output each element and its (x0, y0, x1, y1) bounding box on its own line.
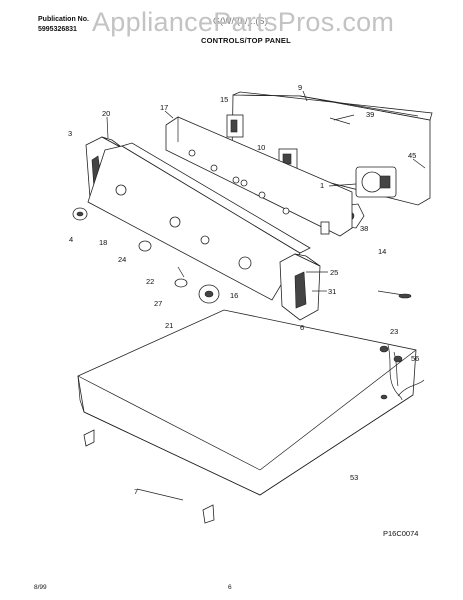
bracket-15 (226, 114, 244, 138)
part-label-9: 9 (298, 83, 302, 92)
part-label-27: 27 (154, 299, 162, 308)
part-label-53: 53 (350, 473, 358, 482)
part-label-14: 14 (378, 247, 386, 256)
part-label-45: 45 (408, 151, 416, 160)
part-label-39: 39 (366, 110, 374, 119)
hinge-left (83, 429, 95, 447)
part-label-17: 17 (160, 103, 168, 112)
part-label-1: 1 (320, 181, 324, 190)
part-label-6: 6 (300, 323, 304, 332)
section-title: CONTROLS/TOP PANEL (201, 36, 291, 45)
part-label-22: 22 (146, 277, 154, 286)
part-label-15: 15 (220, 95, 228, 104)
model-number: G(W/)(L/)..(S) (213, 16, 268, 26)
part-label-31: 31 (328, 287, 336, 296)
leader-lines (106, 90, 426, 501)
end-cap-right (279, 253, 321, 321)
knob-left (72, 207, 88, 221)
part-label-3: 3 (68, 129, 72, 138)
part-label-25: 25 (330, 268, 338, 277)
knob-16 (198, 284, 220, 304)
diagram-code: P16C0074 (383, 529, 419, 538)
part-label-16: 16 (230, 291, 238, 300)
timer-1 (355, 166, 397, 198)
control-bracket-17 (165, 116, 353, 237)
knob-24 (138, 240, 152, 252)
hinge-right (202, 504, 215, 524)
part-label-38: 38 (360, 224, 368, 233)
part-label-18: 18 (99, 238, 107, 247)
page-number: 6 (228, 584, 232, 591)
publication-number: 5995326831 (38, 26, 77, 33)
part-label-21: 21 (165, 321, 173, 330)
part-label-23: 23 (390, 327, 398, 336)
wire-harness-23-56 (379, 344, 425, 401)
footer-date: 8/99 (34, 584, 47, 591)
part-label-10: 10 (257, 143, 265, 152)
part-label-7: 7 (134, 487, 138, 496)
part-label-20: 20 (102, 109, 110, 118)
top-panel (77, 309, 417, 496)
part-label-4: 4 (69, 235, 73, 244)
part-label-24: 24 (118, 255, 126, 264)
knob-27 (174, 278, 188, 288)
watermark: AppliancePartsPros.com (92, 7, 395, 37)
publication-label: Publication No. (38, 16, 89, 23)
control-console (87, 142, 311, 301)
harness-clip-14 (377, 290, 412, 299)
part-label-56: 56 (411, 354, 419, 363)
